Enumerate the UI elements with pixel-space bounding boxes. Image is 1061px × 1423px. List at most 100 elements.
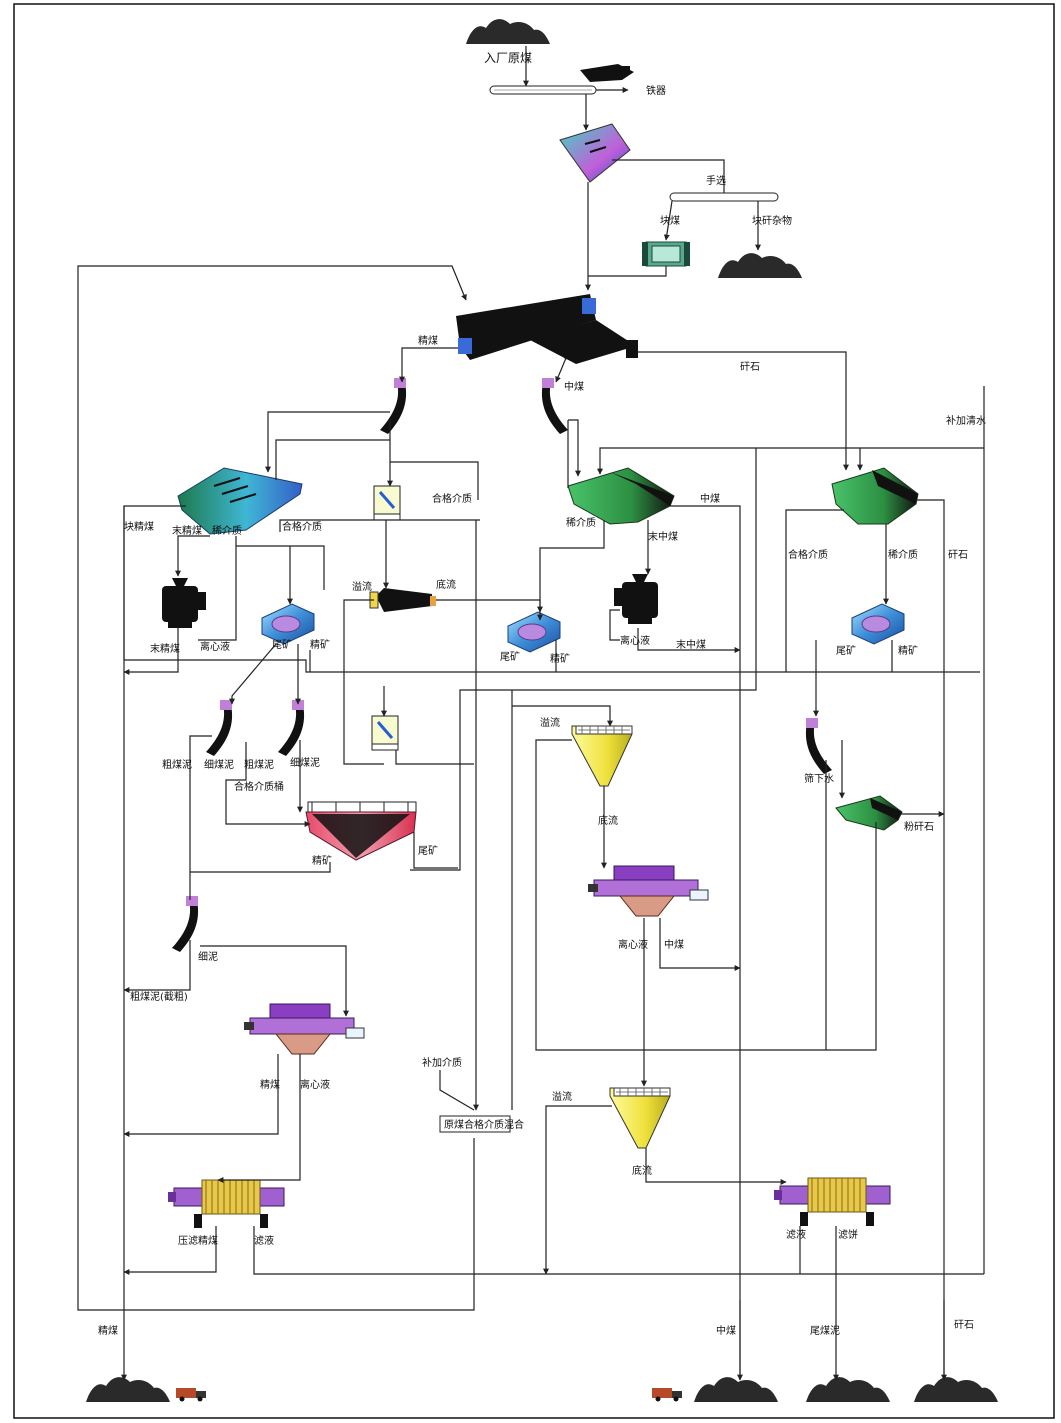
- label-filter-press-clean: 压滤精煤: [178, 1234, 218, 1247]
- label-gangue-out: 矸石: [954, 1319, 974, 1331]
- label-tailings-b: 尾矿: [500, 650, 520, 663]
- medium-box-icon: [372, 484, 402, 522]
- label-concentrate-d: 精矿: [312, 854, 332, 867]
- label-coarse-slime: 粗煤泥: [162, 758, 192, 771]
- label-underflow-a: 底流: [436, 578, 456, 591]
- label-raw-coal-in: 入厂原煤: [484, 51, 532, 65]
- sieve-bend-icon: [380, 378, 407, 434]
- label-lump-clean-coal: 块精煤: [124, 520, 154, 533]
- heavy-medium-separator-icon: [456, 294, 638, 364]
- tail-slime-pile-icon: [806, 1377, 890, 1402]
- label-centrifugate-a: 离心液: [200, 640, 230, 653]
- label-clean-coal-top: 精煤: [418, 334, 438, 347]
- label-filtrate-b: 滤液: [786, 1228, 806, 1241]
- label-hand-pick: 手选: [706, 174, 726, 187]
- centrifuge-icon: [614, 574, 658, 624]
- hand-pick-conveyor-icon: [669, 192, 779, 202]
- filter-press-icon: [167, 1179, 285, 1229]
- hydrocyclone-icon: [571, 725, 633, 787]
- label-fine-middling: 末中煤: [648, 530, 678, 543]
- label-centrifugate-b: 离心液: [620, 634, 650, 647]
- middling-screen-icon: [567, 467, 675, 525]
- flow-lines: [77, 46, 985, 1381]
- label-fine-slime-b: 细煤泥: [290, 756, 320, 769]
- label-screen-underwater: 筛下水: [804, 772, 834, 785]
- label-dilute-medium-c: 稀介质: [888, 548, 918, 561]
- label-iron-remover: 铁器: [646, 84, 666, 97]
- gangue-pile-icon: [914, 1377, 998, 1402]
- label-gangue-top: 矸石: [740, 361, 760, 373]
- clean-coal-screen-icon: [177, 467, 303, 535]
- label-fine-slime-a: 细煤泥: [204, 758, 234, 771]
- magnetic-separator-icon: [851, 603, 905, 645]
- raw-coal-pile-icon: [466, 19, 550, 44]
- label-tailings-d: 尾矿: [418, 844, 438, 857]
- screen-bowl-centrifuge-icon: [587, 865, 709, 917]
- conveyor-icon: [489, 85, 597, 95]
- crusher-icon: [642, 241, 690, 267]
- label-coarse-slime-b: 粗煤泥: [244, 758, 274, 771]
- label-qualified-medium-b: 合格介质: [282, 520, 322, 533]
- label-lump-coal: 块煤: [660, 214, 680, 227]
- sieve-bend-icon: [206, 700, 233, 756]
- label-dilute-medium-b: 稀介质: [566, 516, 596, 529]
- label-overflow-c: 溢流: [552, 1090, 572, 1103]
- label-gangue-right: 矸石: [948, 549, 968, 561]
- label-clean-coal-cf: 精煤: [260, 1078, 280, 1091]
- label-qualified-medium-a: 合格介质: [432, 492, 472, 505]
- gangue-screen-icon: [831, 467, 919, 525]
- label-middling-out: 中煤: [716, 1324, 736, 1337]
- label-add-medium: 补加介质: [422, 1056, 462, 1069]
- label-middling-c: 中煤: [664, 938, 684, 951]
- label-qualified-medium-c: 合格介质: [788, 548, 828, 561]
- label-medium-mix-tank: 原煤合格介质混合: [444, 1118, 524, 1131]
- label-clean-coal-out: 精煤: [98, 1324, 118, 1337]
- classifying-cyclone-icon: [369, 588, 436, 612]
- label-coarse-slime-mix: 粗煤泥(截粗): [130, 990, 188, 1003]
- centrifuge-icon: [162, 578, 206, 628]
- clean-coal-pile-icon: [86, 1377, 170, 1402]
- label-tail-slime: 尾煤泥: [810, 1324, 840, 1337]
- label-middling-mid: 中煤: [700, 492, 720, 505]
- label-filtrate-a: 滤液: [254, 1234, 274, 1247]
- iron-remover-icon: [580, 64, 634, 82]
- fine-gangue-screen-icon: [835, 795, 903, 831]
- label-filter-cake: 滤饼: [838, 1228, 858, 1241]
- label-middling-top: 中煤: [564, 380, 584, 393]
- label-overflow-b: 溢流: [540, 716, 560, 729]
- top-screen-icon: [559, 123, 631, 183]
- medium-mix-tank-box: [439, 1115, 511, 1133]
- label-concentrate-c: 精矿: [898, 644, 918, 657]
- label-lump-gangue-debris: 块矸杂物: [752, 214, 792, 227]
- medium-box-icon: [370, 714, 400, 752]
- filter-press-icon: [773, 1177, 891, 1227]
- magnetic-separator-icon: [507, 611, 561, 653]
- page-border: [13, 3, 1055, 1419]
- label-concentrate-b: 精矿: [550, 652, 570, 665]
- sieve-bend-icon: [172, 896, 199, 952]
- label-centrifugate-d: 离心液: [300, 1078, 330, 1091]
- label-add-clear-water: 补加清水: [946, 414, 986, 427]
- hydrocyclone-icon: [609, 1087, 671, 1149]
- magnetic-separator-icon: [261, 603, 315, 645]
- label-underflow-c: 底流: [632, 1164, 652, 1177]
- label-fine-gangue: 粉矸石: [904, 820, 934, 833]
- truck-icon: [176, 1388, 206, 1402]
- truck-icon: [652, 1388, 682, 1402]
- label-centrifugate-c: 离心液: [618, 938, 648, 951]
- label-concentrate-a: 精矿: [310, 638, 330, 651]
- label-fine-middling-out: 末中煤: [676, 638, 706, 651]
- label-qualified-medium-tank: 合格介质桶: [234, 780, 284, 793]
- label-fine-slime-c: 细泥: [198, 950, 218, 963]
- label-fine-clean-coal-out: 末精煤: [150, 642, 180, 655]
- lump-gangue-pile-icon: [718, 253, 802, 278]
- label-dilute-medium-a: 稀介质: [212, 524, 242, 537]
- label-tailings-a: 尾矿: [272, 638, 292, 651]
- label-fine-clean-coal: 末精煤: [172, 524, 202, 537]
- label-overflow-a: 溢流: [352, 580, 372, 593]
- sieve-bend-icon: [805, 718, 832, 774]
- label-underflow-b: 底流: [598, 814, 618, 827]
- label-tailings-c: 尾矿: [836, 644, 856, 657]
